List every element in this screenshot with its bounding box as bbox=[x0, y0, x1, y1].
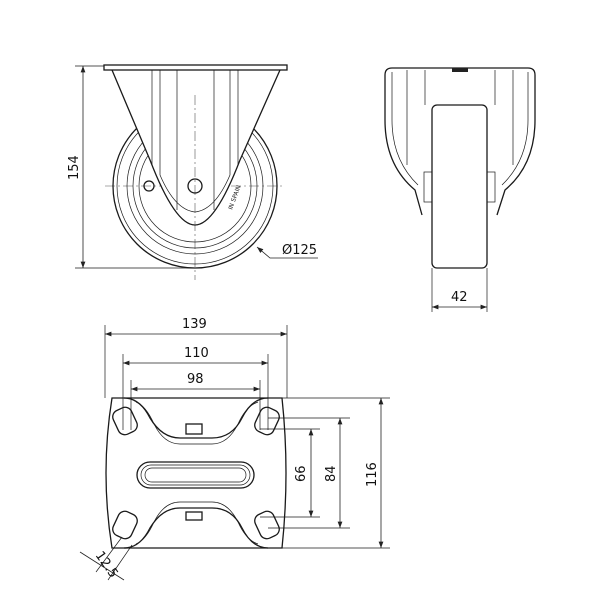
diameter-dimension: Ø125 bbox=[256, 243, 318, 259]
side-view: 42 bbox=[384, 67, 536, 312]
mounting-hole bbox=[254, 406, 280, 436]
hole-spacing-outer-dimension: 110 bbox=[122, 346, 269, 430]
hole-depth-inner-dim-label: 66 bbox=[294, 465, 309, 482]
hole-depth-outer-dimension: 84 bbox=[268, 417, 350, 529]
axle-spacer-left bbox=[423, 171, 433, 203]
mounting-hole bbox=[112, 510, 138, 540]
width-dimension: 42 bbox=[431, 268, 488, 312]
bracket bbox=[111, 69, 281, 226]
nut-top bbox=[185, 423, 203, 435]
plate-width-dimension: 139 bbox=[104, 317, 288, 398]
hole-depth-inner-dimension: 66 bbox=[260, 428, 320, 518]
center-slot bbox=[136, 461, 255, 489]
top-plate bbox=[103, 64, 288, 71]
hole-spacing-inner-dim-label: 98 bbox=[187, 372, 204, 387]
top-plate-view: 139 110 98 116 84 bbox=[79, 317, 390, 581]
brake-bolt bbox=[143, 180, 155, 192]
hole-spacing-outer-dim-label: 110 bbox=[184, 346, 209, 361]
plate-width-dim-label: 139 bbox=[182, 317, 207, 332]
plate-depth-dim-label: 116 bbox=[365, 462, 380, 487]
slot-width-dim-label: 12.5 bbox=[92, 549, 121, 581]
axle-spacer-right bbox=[486, 171, 496, 203]
nut-bottom bbox=[185, 511, 203, 521]
height-dimension: 154 bbox=[67, 65, 195, 269]
slot-width-dimension: 12.5 bbox=[79, 536, 133, 581]
plate-outline bbox=[105, 397, 287, 549]
side-wheel bbox=[431, 104, 488, 269]
height-dim-label: 154 bbox=[67, 155, 82, 180]
wheel-marking: IN SPAIN bbox=[227, 184, 242, 210]
mounting-hole bbox=[112, 406, 138, 436]
axle-nut bbox=[187, 178, 203, 194]
diameter-dim-label: Ø125 bbox=[282, 243, 317, 258]
wheel-width-dim-label: 42 bbox=[451, 290, 468, 305]
mounting-holes bbox=[112, 406, 280, 540]
hole-spacing-inner-dimension: 98 bbox=[130, 372, 261, 430]
mounting-hole bbox=[254, 510, 280, 540]
plate-rivet bbox=[452, 68, 468, 72]
front-view: IN SPAIN 154 Ø125 bbox=[67, 64, 318, 280]
plate-depth-dimension: 116 bbox=[282, 397, 390, 549]
hole-depth-outer-dim-label: 84 bbox=[324, 465, 339, 482]
